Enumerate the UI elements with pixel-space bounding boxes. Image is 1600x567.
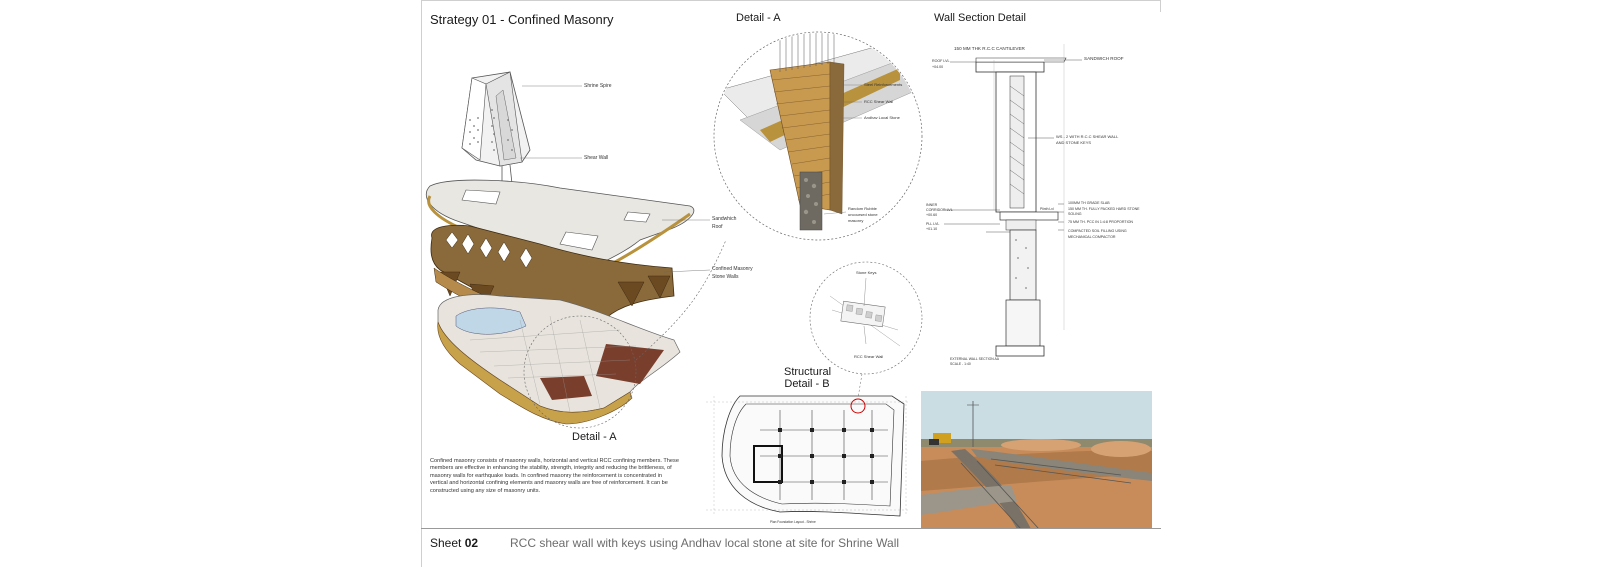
plan-caption: Plan Foundation Layout - Shrine (770, 520, 816, 524)
label-rcc-shear-wall-b: RCC Shear Wall (854, 354, 884, 359)
detail-b-drawing (809, 261, 923, 399)
ws-label-plinth-2: +01.10 (926, 227, 938, 231)
ws-label-inner-3: +00.60 (926, 213, 938, 217)
ws-label-plinth-1: PLL LVL (926, 222, 940, 226)
ws-label-roof-lvl-1: ROOF LVL (932, 59, 950, 63)
ws-note-6: MECHANICAL COMPACTOR (1068, 235, 1116, 239)
ws-note-1: 100MM TH GRADE SLAB (1068, 201, 1110, 205)
wall-section-title: Wall Section Detail (934, 12, 1026, 24)
label-andhav-stone: Andhav Local Stone (864, 115, 900, 120)
axo-leader-lines (520, 85, 711, 273)
detail-a-title: Detail - A (736, 12, 781, 24)
detail-a-link-line (635, 239, 727, 361)
label-random-rubble-1: Random Rubble (848, 206, 877, 211)
ws-label-inner-1: INNER (926, 203, 938, 207)
detail-a-callout-title: Detail - A (572, 431, 617, 443)
ws-note-4: 75 MM TH. PCC IN 1:4:8 PROPORTION (1068, 220, 1133, 224)
floor-plate-drawing (437, 294, 681, 425)
label-shear-wall: Shear Wall (584, 155, 609, 161)
structural-plan-drawing (706, 395, 908, 517)
ws-label-sandwich-roof: SANDWICH ROOF (1084, 56, 1124, 61)
description-paragraph: Confined masonry consists of masonry wal… (430, 458, 679, 494)
label-sandwich-roof-1: Sandwhich (712, 216, 737, 222)
ws-label-inner-2: CORRIDOR LVL (926, 208, 953, 212)
ws-note-3: SOLING (1068, 212, 1082, 216)
label-sandwich-roof-2: Roof (712, 224, 723, 230)
structural-detail-b-title: Structural Detail - B (784, 366, 832, 390)
label-random-rubble-2: uncoursed stone (848, 212, 878, 217)
ws-label-cantilever: 150 MM THK R.C.C CANTILEVER (954, 46, 1025, 51)
main-title: Strategy 01 - Confined Masonry (430, 12, 614, 27)
sheet-number-value: 02 (464, 536, 479, 550)
label-rcc-shear-wall: RCC Shear Wall (864, 99, 894, 104)
label-shrine-spire: Shrine Spire (584, 83, 612, 89)
label-stone-keys: Stone Keys (856, 270, 877, 275)
footer-rule (421, 528, 1161, 529)
label-confined-masonry-1: Confined Masonry (712, 266, 753, 272)
site-photo-scene (921, 391, 1152, 529)
detail-a-drawing (713, 31, 923, 241)
ws-label-ws1: WS - 2 WITH R.C.C SHEAR WALL (1056, 134, 1119, 139)
sheet-top-rule (421, 0, 1161, 1)
shrine-spire-drawing (461, 71, 531, 185)
ws-note-5: COMPACTED SOIL FILLING USING (1068, 229, 1127, 233)
ws-note-2: 150 MM TH. FULLY PACKED HARD STONE (1068, 207, 1140, 211)
sheet-label: Sheet (430, 536, 462, 550)
sheet-left-border (421, 0, 422, 567)
ws-footer-2: SCALE - 1:40 (950, 362, 971, 366)
ws-label-ws2: AND STONE KEYS (1056, 140, 1092, 145)
footer-caption: RCC shear wall with keys using Andhav lo… (510, 536, 900, 550)
ws-label-plinth-tag: Plinth Lvl (1040, 207, 1054, 211)
label-steel-reinforcements: Steel Reinforcements (864, 82, 903, 87)
sheet-right-border (1160, 0, 1161, 12)
wall-section-drawing (944, 44, 1082, 357)
sheet-number: Sheet 02 (430, 536, 478, 550)
label-confined-masonry-2: Stone Walls (712, 274, 739, 280)
ws-footer-1: EXTERNAL WALL SECTION AA (950, 357, 999, 361)
site-photo (921, 391, 1152, 529)
ws-label-roof-lvl-2: +04.00 (932, 65, 944, 69)
label-random-rubble-3: masonry (848, 218, 864, 223)
detail-a-callout-circle (523, 315, 637, 429)
